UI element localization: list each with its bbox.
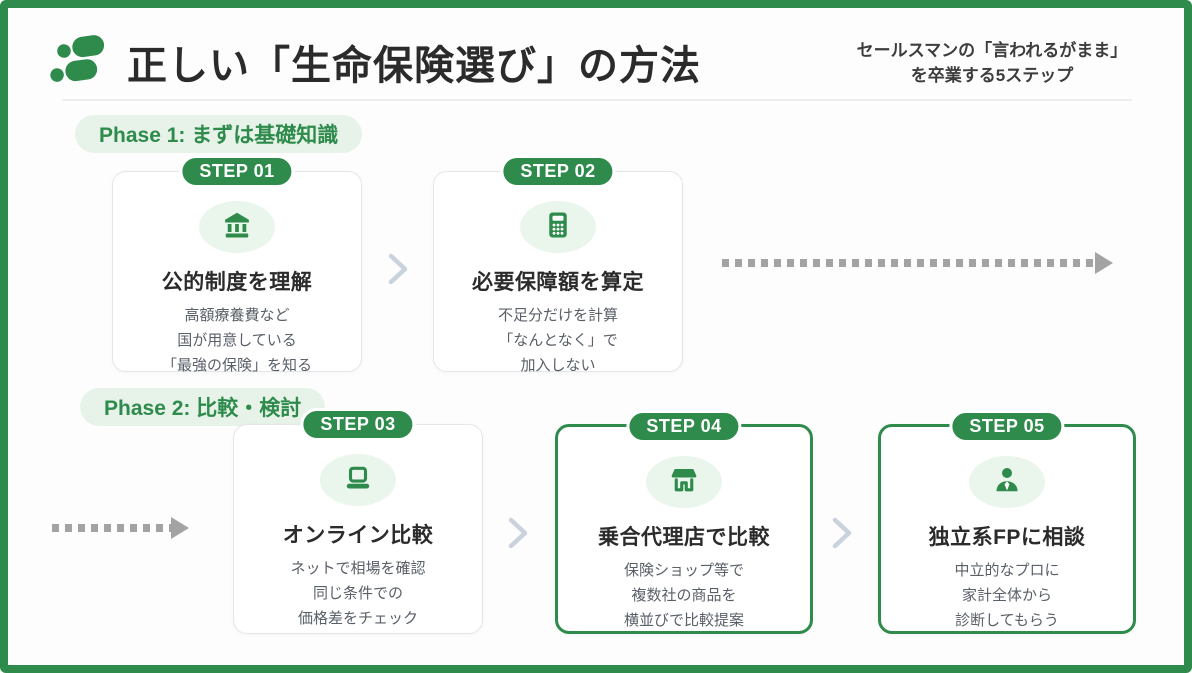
page-title: 正しい「生命保険選び」の方法: [127, 44, 701, 88]
step-05-card: STEP 05 独立系FPに相談 中立的なプロに 家計全体から 診断してもらう: [878, 410, 1136, 634]
dotted-arrowhead-right: [1095, 252, 1113, 274]
step-description: 不足分だけを計算 「なんとなく」で 加入しない: [497, 307, 618, 375]
step-description: 保険ショップ等で 複数社の商品を 横並びで比較提案: [623, 562, 744, 630]
step-title: 必要保障額を算定: [472, 271, 644, 294]
subtitle-line-2: を卒業する5ステップ: [910, 65, 1074, 85]
phase-2-badge: Phase 2: 比較・検討: [80, 388, 326, 426]
dotted-arrow-right: [722, 259, 1096, 267]
step-title: 公的制度を理解: [161, 271, 313, 294]
storefront-icon: [668, 465, 700, 500]
footsteps-icon: [50, 32, 108, 89]
step-title: 独立系FPに相談: [928, 526, 1086, 549]
step-02-card: STEP 02 必要保障額を算定 不足分だけを計算 「なんとなく」で 加入しない: [433, 155, 683, 374]
step-title: 乗合代理店で比較: [598, 526, 770, 549]
chevron-right-icon: [831, 516, 853, 555]
step-03-badge: STEP 03: [300, 408, 416, 441]
page-subtitle: セールスマンの「言われるがまま」 を卒業する5ステップ: [842, 39, 1142, 88]
step-description: 高額療養費など 国が用意している 「最強の保険」を知る: [161, 307, 312, 375]
dotted-arrow-left: [52, 524, 172, 532]
subtitle-line-1: セールスマンの「言われるがまま」: [856, 41, 1128, 60]
step-description: 中立的なプロに 家計全体から 診断してもらう: [954, 562, 1060, 630]
laptop-icon: [342, 463, 374, 498]
step-01-card: STEP 01 公的制度を理解 高額療養費など 国が用意している 「最強の保険」…: [112, 155, 362, 374]
step-05-badge: STEP 05: [949, 410, 1065, 443]
step-02-badge: STEP 02: [500, 155, 616, 188]
bank-icon: [222, 210, 252, 245]
step-04-badge: STEP 04: [626, 410, 742, 443]
step-description: ネットで相場を確認 同じ条件での 価格差をチェック: [290, 560, 426, 628]
step-04-card: STEP 04 乗合代理店で比較 保険ショップ等で 複数社の商品を 横並びで比較…: [555, 410, 813, 634]
chevron-right-icon: [507, 516, 529, 555]
phase-1-badge: Phase 1: まずは基礎知識: [75, 115, 363, 153]
header-divider: [62, 99, 1132, 101]
step-01-badge: STEP 01: [179, 155, 295, 188]
dotted-arrowhead-left: [171, 517, 189, 539]
advisor-person-icon: [992, 465, 1022, 500]
step-03-card: STEP 03 オンライン比較 ネットで相場を確認 同じ条件での 価格差をチェッ…: [233, 408, 483, 634]
step-title: オンライン比較: [282, 524, 434, 547]
chevron-right-icon: [387, 252, 409, 291]
calculator-icon: [543, 210, 573, 245]
